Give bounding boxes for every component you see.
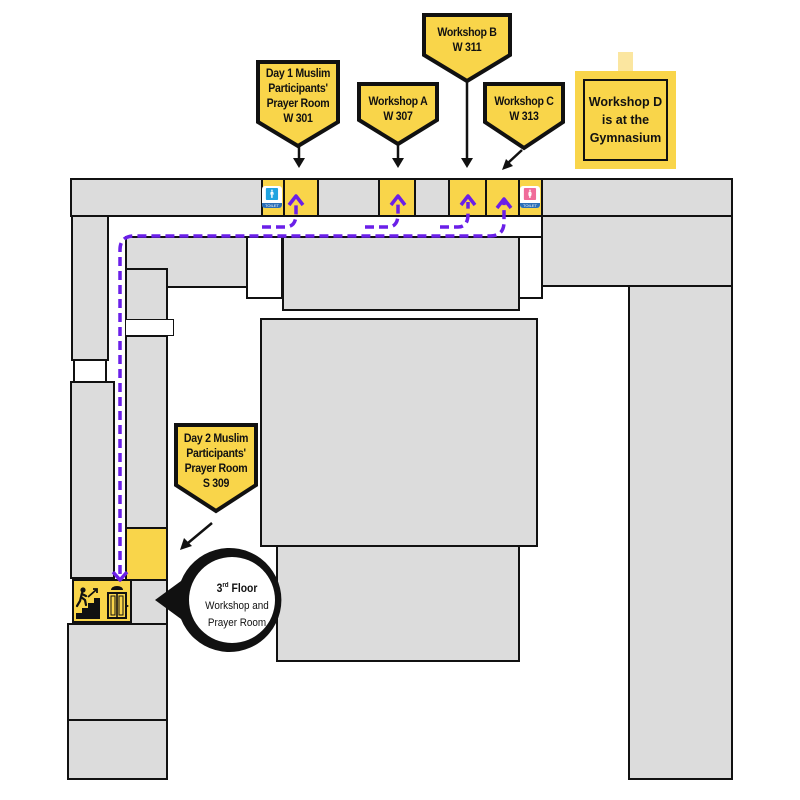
room-top-right-wing [541, 178, 733, 217]
pin-line: W 307 [383, 111, 413, 123]
room-inner-l-corner [125, 268, 168, 321]
pin-line: S 309 [202, 478, 230, 490]
room-center-main [260, 318, 538, 547]
pin-workshop-b-w311[interactable]: Workshop B W 311 [420, 11, 514, 84]
pin-workshop-c-w313[interactable]: Workshop C W 313 [481, 80, 567, 152]
room-right-small-white [518, 236, 543, 299]
room-inner-white-small [246, 236, 283, 299]
toilet-label: TOILET [520, 203, 540, 208]
pin-line: Day 1 Muslim [265, 68, 331, 80]
pin-line: W 301 [283, 113, 313, 125]
pin-line: W 311 [452, 42, 482, 54]
room-left-mid [70, 381, 115, 579]
room-w313-workshop-c[interactable] [485, 178, 520, 217]
note-workshop-d: Workshop D is at the Gymnasium [575, 71, 676, 169]
pin-shape [422, 13, 512, 84]
stairs-icon [75, 587, 100, 619]
pin-workshop-a-w307[interactable]: Workshop A W 307 [355, 80, 441, 147]
room-s309-prayer-day2[interactable] [125, 527, 168, 581]
toilet-female-sign: 🚺︎ TOILET [520, 186, 540, 208]
floor-line-3: Prayer Room [207, 616, 267, 629]
pin-day1-prayer-w301[interactable]: Day 1 Muslim Participants' Prayer Room W… [254, 58, 342, 149]
pin-line: Workshop A [368, 96, 428, 108]
note-line: Gymnasium [589, 131, 662, 145]
floor-line-2: Workshop and [205, 599, 269, 612]
pin-line: Prayer Room [184, 463, 248, 475]
bubble-shape [155, 548, 282, 652]
female-figure-icon: 🚺︎ [522, 187, 538, 201]
pin-shape [357, 82, 439, 147]
room-inner-white-strip [125, 319, 174, 336]
pin-line: Day 2 Muslim [183, 433, 249, 445]
room-left-lower-2 [67, 719, 168, 780]
toilet-label: TOILET [262, 203, 282, 208]
room-top-left-wing [70, 178, 263, 217]
pointer-s309 [187, 522, 213, 544]
tape [618, 52, 633, 76]
floor-heading: 3rd Floor [216, 582, 258, 595]
pin-shape [483, 82, 565, 151]
pin-line: Participants' [186, 448, 246, 460]
room-right-large [541, 215, 733, 287]
room-center-upper [282, 236, 520, 311]
pin-line: Workshop B [437, 27, 497, 39]
room-left-lower-1 [67, 623, 168, 721]
pin-day2-prayer-s309[interactable]: Day 2 Muslim Participants' Prayer Room S… [172, 421, 260, 514]
room-left-upper [71, 215, 109, 361]
toilet-male-sign: 🚹︎ TOILET [262, 186, 282, 208]
room-inner-column [125, 335, 168, 529]
pin-line: Workshop C [494, 96, 554, 108]
elevator-icon [107, 586, 129, 619]
pin-line: W 313 [509, 111, 539, 123]
floor-callout-bubble: 3rd Floor Workshop and Prayer Room [155, 545, 285, 655]
room-right-column [628, 285, 733, 780]
room-w307-workshop-a[interactable] [378, 178, 416, 217]
pin-shape [256, 60, 340, 149]
stairs-elevator-box[interactable] [72, 579, 132, 623]
pin-line: Participants' [268, 83, 328, 95]
room-top-between-307-311 [414, 178, 450, 217]
room-center-lower [276, 545, 520, 662]
room-top-between-301-307 [317, 178, 380, 217]
pin-line: Prayer Room [266, 98, 330, 110]
male-figure-icon: 🚹︎ [264, 187, 280, 201]
note-line: Workshop D [588, 95, 663, 109]
pin-shape [174, 423, 258, 514]
note-line: is at the [601, 113, 650, 127]
room-w301-prayer-day1[interactable] [283, 178, 319, 217]
room-left-small-white [73, 359, 107, 383]
room-w311-workshop-b[interactable] [448, 178, 487, 217]
